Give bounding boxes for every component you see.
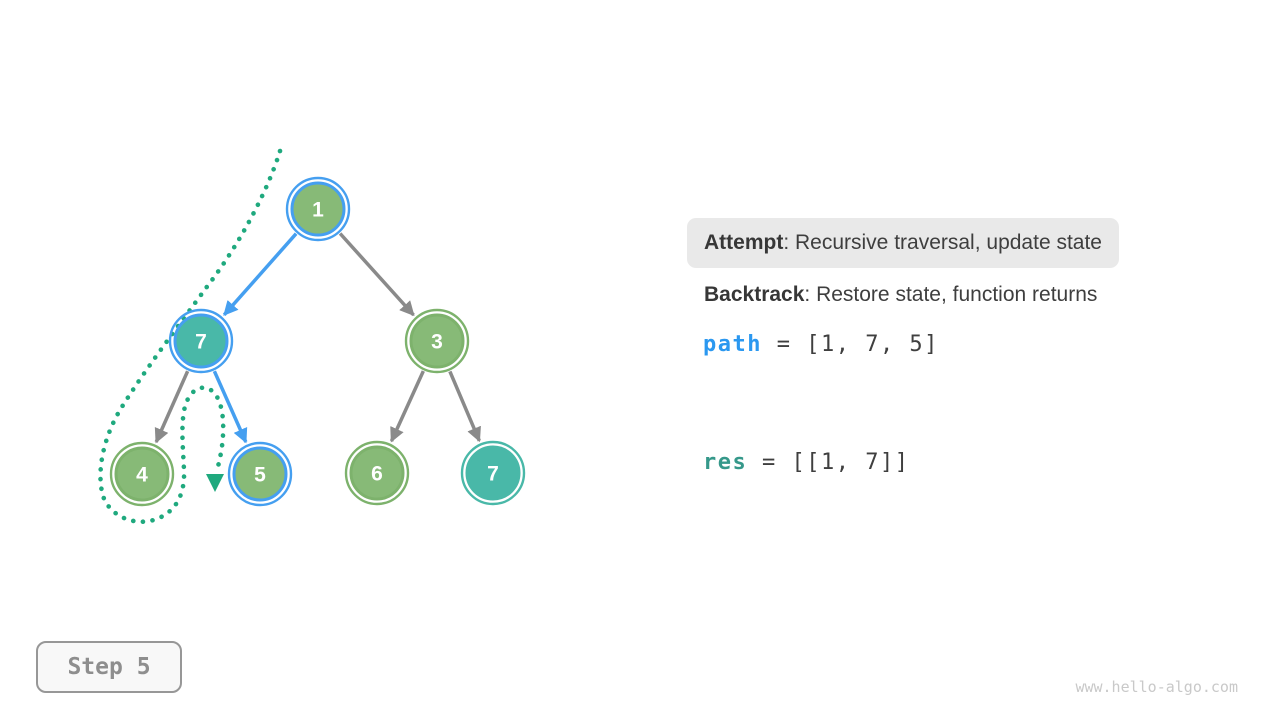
attempt-callout: Attempt: Recursive traversal, update sta…: [687, 218, 1119, 268]
res-value: = [[1, 7]]: [747, 450, 910, 475]
tree-node-value: 7: [195, 331, 207, 354]
backtrack-label: Backtrack: [704, 283, 805, 306]
tree-node-value: 7: [487, 463, 499, 486]
tree-node-n6: 6: [344, 440, 410, 506]
step-label: Step 5: [67, 654, 151, 680]
tree-node-value: 4: [136, 464, 148, 487]
tree-node-n7r: 7: [460, 440, 526, 506]
res-variable: res: [703, 450, 748, 475]
tree-edge-n1-n3: [338, 232, 415, 317]
path-state-line: path = [1, 7, 5]: [703, 332, 939, 357]
attempt-label: Attempt: [704, 231, 784, 254]
tree-node-value: 3: [431, 331, 443, 354]
tree-edge-n7l-n4: [154, 370, 190, 444]
tree-edge-n1-n7l: [222, 232, 298, 316]
tree-node-n7l: 7: [168, 308, 234, 374]
tree-node-value: 5: [254, 464, 266, 487]
attempt-text: Attempt: Recursive traversal, update sta…: [704, 231, 1102, 254]
binary-tree-canvas: 1 7 3 4 5 6 7: [98, 148, 526, 524]
tree-edge-n3-n6: [389, 370, 425, 443]
tree-node-value: 6: [371, 463, 383, 486]
step-indicator: Step 5: [36, 641, 182, 693]
backtrack-line: Backtrack: Restore state, function retur…: [704, 283, 1098, 306]
tree-node-value: 1: [312, 199, 324, 222]
path-value: = [1, 7, 5]: [761, 332, 939, 357]
res-state-line: res = [[1, 7]]: [703, 450, 909, 475]
backtrack-trail-dotted-path: [98, 148, 283, 524]
watermark: www.hello-algo.com: [1075, 678, 1238, 696]
trail-arrowhead-icon: [206, 474, 224, 492]
tree-node-n1: 1: [285, 176, 351, 242]
tree-edge-n7l-n5: [212, 370, 248, 444]
tree-node-n5: 5: [227, 441, 293, 507]
tree-node-n3: 3: [404, 308, 470, 374]
tree-edge-n3-n7r: [448, 370, 481, 443]
tree-node-n4: 4: [109, 441, 175, 507]
path-variable: path: [703, 332, 762, 357]
